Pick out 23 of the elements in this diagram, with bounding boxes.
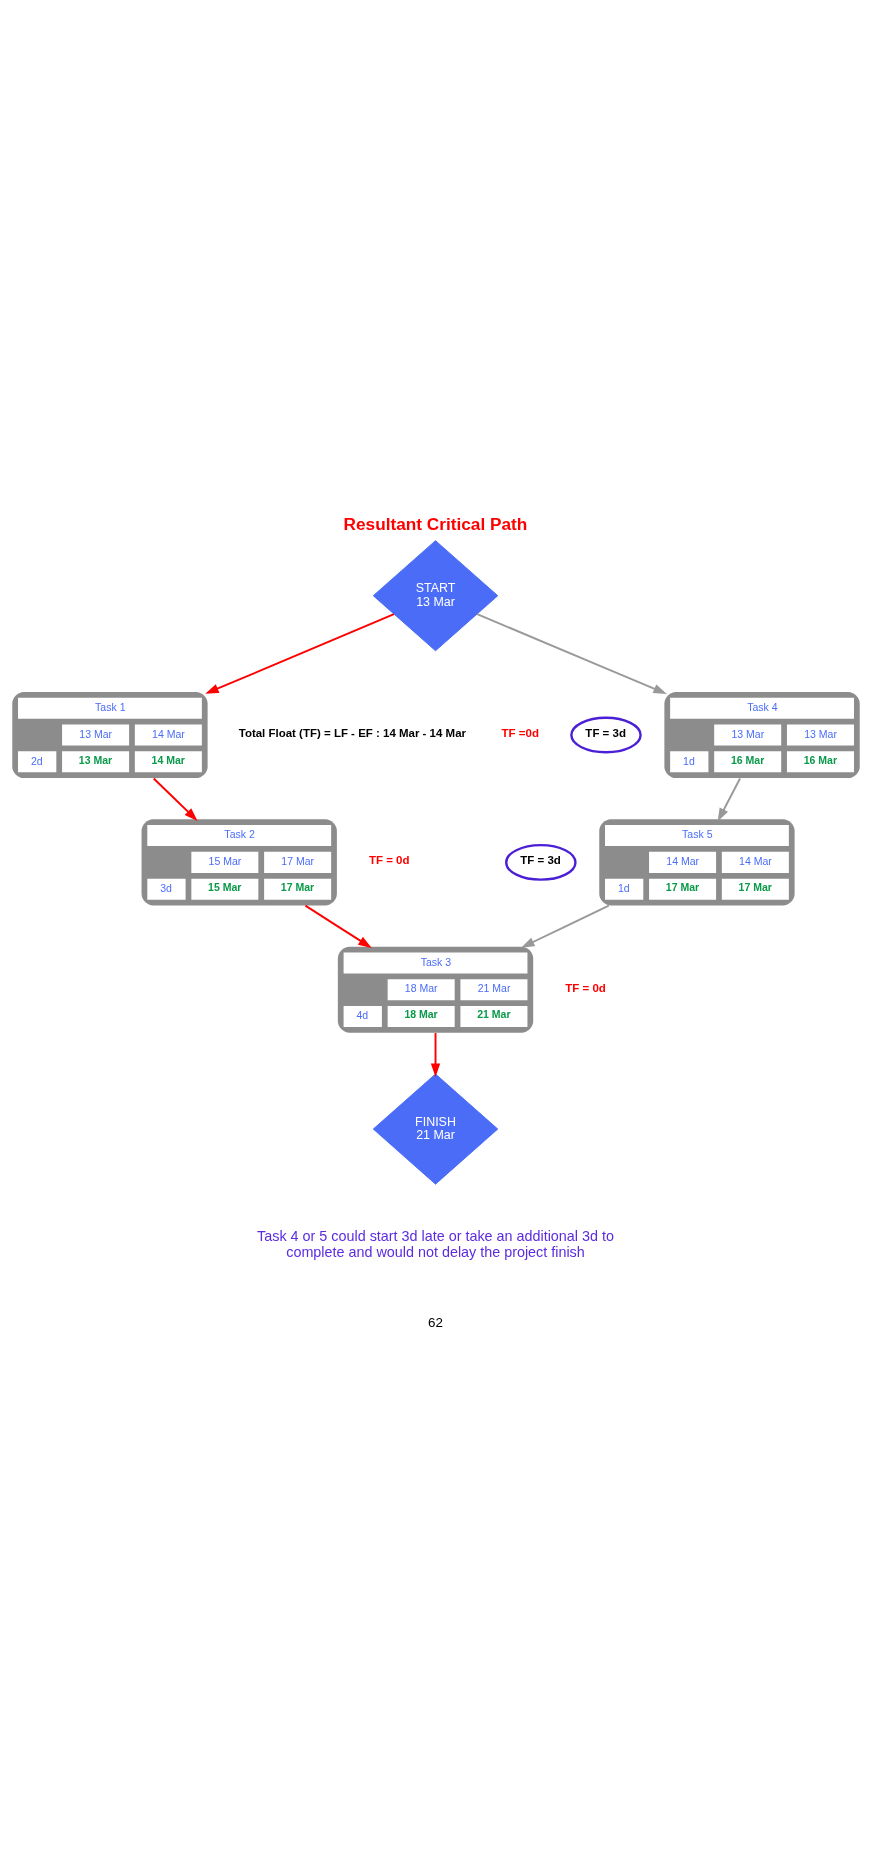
node-ellipse: TF = 3d (570, 716, 642, 754)
node-diamond: FINISH 21 Mar (372, 1073, 499, 1185)
node-box: Task 3 18 Mar 21 Mar 4d 18 Mar 21 Mar (337, 946, 534, 1033)
arrow (476, 613, 667, 694)
node-label: TF = 0d (565, 981, 606, 994)
arrow (521, 904, 610, 948)
node-ellipse: TF = 3d (505, 843, 577, 881)
node-box: Task 4 13 Mar 13 Mar 1d 16 Mar 16 Mar (664, 691, 860, 779)
node-diamond: START 13 Mar (372, 540, 499, 652)
diagram-title: Resultant Critical Path (343, 514, 528, 535)
label: Task 4 or 5 could start 3d late or take an additional 3d to complete and would not delay the project finish (257, 1227, 614, 1260)
arrow (717, 777, 741, 822)
arrow (152, 777, 198, 822)
node-box: Task 2 15 Mar 17 Mar 3d 15 Mar 17 Mar (141, 819, 337, 906)
node-label: Total Float (TF) = LF - EF : 14 Mar - 14 Mar (238, 727, 467, 740)
arrow (205, 613, 395, 694)
node-label: TF =0d (501, 727, 539, 740)
arrow (304, 904, 372, 949)
arrow (430, 1032, 441, 1077)
node-label: TF = 0d (368, 854, 410, 867)
label: 62 (428, 1315, 443, 1331)
node-box: Task 1 13 Mar 14 Mar 2d 13 Mar 14 Mar (12, 691, 208, 779)
node-box: Task 5 14 Mar 14 Mar 1d 17 Mar 17 Mar (599, 819, 795, 906)
